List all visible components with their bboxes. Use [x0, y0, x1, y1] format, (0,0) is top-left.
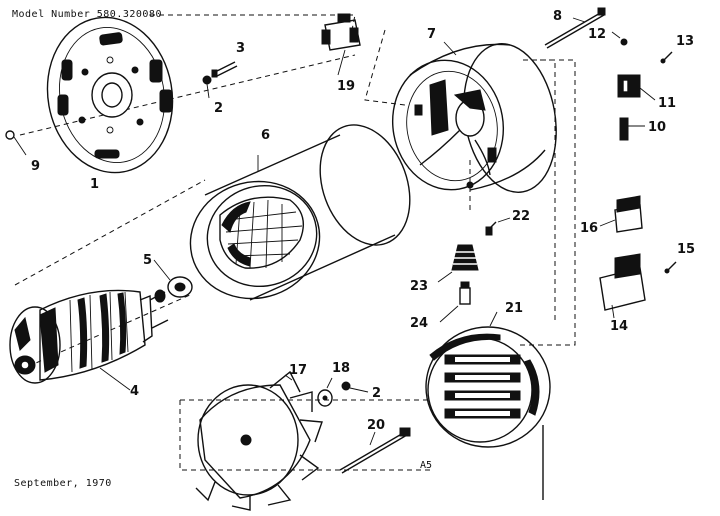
callout-10: 10	[648, 120, 666, 135]
part-17-fan	[195, 370, 323, 511]
callout-23: 23	[410, 279, 428, 294]
figure-code: A5	[420, 460, 432, 471]
callout-11: 11	[658, 96, 676, 111]
model-number-label: Model Number 580.320080	[12, 9, 162, 20]
callout-22: 22	[512, 209, 530, 224]
callout-19: 19	[337, 79, 355, 94]
part-2-nut	[202, 75, 212, 99]
part-9-screw	[5, 130, 27, 156]
part-13-screw	[660, 51, 673, 64]
callout-1: 1	[90, 177, 99, 192]
part-18-washer	[317, 377, 333, 407]
part-22-screw	[485, 217, 511, 236]
callout-2b: 2	[372, 386, 381, 401]
part-8-through-bolt	[544, 7, 606, 49]
callout-15: 15	[677, 242, 695, 257]
part-10-switch-spring	[619, 117, 645, 141]
part-11-switch	[617, 74, 656, 101]
part-12-screw	[611, 31, 628, 46]
part-7-rear-end-shield	[391, 41, 557, 193]
callout-24: 24	[410, 316, 428, 331]
part-4-armature	[9, 289, 169, 391]
callout-14: 14	[610, 319, 628, 334]
callout-21: 21	[505, 301, 523, 316]
part-15-screw	[664, 261, 677, 274]
date-label: September, 1970	[14, 478, 112, 489]
callout-16: 16	[580, 221, 598, 236]
part-20-through-bolt	[339, 427, 411, 474]
callout-4: 4	[130, 384, 139, 399]
part-16-relay-block	[599, 195, 643, 233]
callout-13: 13	[676, 34, 694, 49]
callout-7: 7	[427, 27, 436, 42]
callout-5: 5	[143, 253, 152, 268]
callout-2a: 2	[214, 101, 223, 116]
part-1-front-end-bell	[46, 16, 174, 174]
part-14-bracket	[599, 253, 646, 319]
callout-3: 3	[236, 41, 245, 56]
part-19-brush-holder	[321, 13, 361, 76]
callout-12: 12	[588, 27, 606, 42]
callout-20: 20	[367, 418, 385, 433]
part-6-field-housing	[189, 124, 411, 301]
part-23-strain-relief	[437, 244, 479, 283]
part-24-bushing	[439, 281, 471, 323]
callout-labels: 1 2 2 3 4 5 6 7 8 9 10 11 12 13 14 15 16…	[31, 9, 695, 471]
callout-18: 18	[332, 361, 350, 376]
callout-9: 9	[31, 159, 40, 174]
part-2-nut-lower	[341, 381, 369, 393]
callout-6: 6	[261, 128, 270, 143]
part-21-rear-housing	[425, 311, 551, 500]
part-5-bearing	[153, 259, 193, 298]
callout-8: 8	[553, 9, 562, 24]
part-3-screw	[211, 61, 238, 78]
callout-17: 17	[289, 363, 307, 378]
